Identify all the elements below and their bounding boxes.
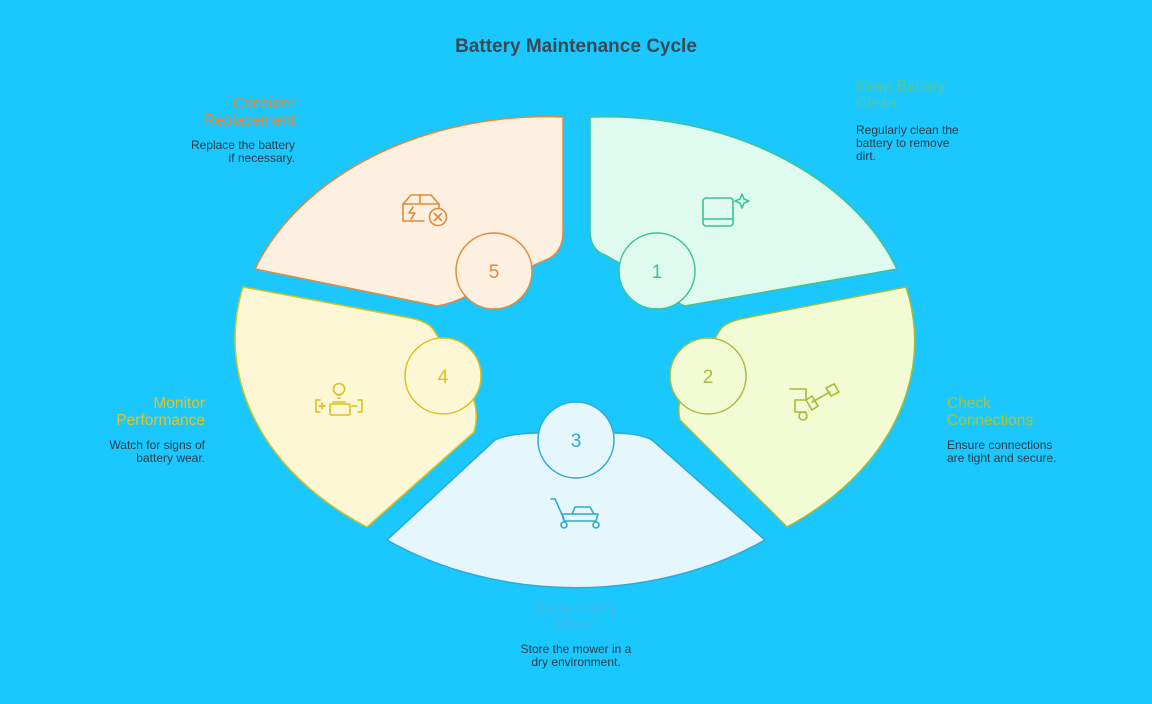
step-description-2: Ensure connections are tight and secure. [947, 438, 1057, 465]
step-title-5: Consider Replacement [203, 95, 295, 129]
segment-3 [385, 432, 767, 589]
step-description-1: Regularly clean the battery to remove di… [856, 123, 959, 163]
clean-tablet-sparkle-icon [702, 193, 750, 227]
step-marker-2: 2 [669, 337, 747, 415]
step-title-4: Monitor Performance [116, 395, 205, 429]
battery-bulb-icon [315, 382, 363, 416]
lawn-mower-icon [550, 498, 600, 529]
step-marker-4: 4 [404, 337, 482, 415]
battery-box-remove-icon [402, 194, 448, 227]
step-number-2: 2 [703, 367, 714, 388]
step-number-5: 5 [489, 262, 500, 283]
step-marker-1: 1 [618, 232, 696, 310]
step-number-3: 3 [571, 431, 582, 452]
step-title-2: Check Connections [947, 395, 1034, 429]
step-marker-5: 5 [455, 232, 533, 310]
step-description-5: Replace the battery if necessary. [190, 138, 295, 165]
step-description-4: Watch for signs of battery wear. [109, 438, 205, 465]
step-title-3: Store in Dry Place [535, 600, 617, 634]
segment-2 [678, 286, 916, 528]
step-number-4: 4 [438, 367, 449, 388]
diagram-title: Battery Maintenance Cycle [455, 36, 697, 57]
wrench-connection-icon [789, 383, 840, 421]
step-description-3: Store the mower in a dry environment. [520, 642, 632, 669]
step-marker-3: 3 [537, 401, 615, 479]
step-number-1: 1 [652, 262, 663, 283]
step-title-1: Keep Battery Clean [856, 78, 946, 112]
